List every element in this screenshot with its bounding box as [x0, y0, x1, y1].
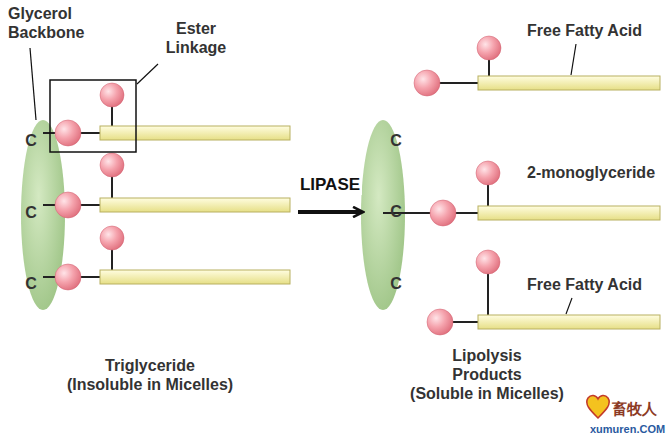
part-label: Free Fatty Acid [527, 21, 667, 40]
caption-label: Triglyceride (Insoluble in Micelles) [40, 356, 260, 394]
carbon-label: C [390, 204, 402, 220]
bonds [383, 48, 489, 322]
carbon-label: C [25, 133, 37, 149]
oxygen-atoms [414, 36, 501, 335]
part-label: 2-monoglyceride [527, 163, 667, 182]
fatty-acid-chains [100, 126, 290, 284]
carbon-label: C [25, 276, 37, 292]
leader-line [30, 48, 36, 120]
part-label: Glycerol Backbone [8, 4, 103, 42]
caption-label: Lipolysis Products (Soluble in Micelles) [387, 346, 587, 404]
watermark-heart [587, 395, 610, 418]
glycerol-molecule: C C C [5, 60, 295, 320]
leader-line [566, 298, 572, 314]
part-label: Ester Linkage [156, 19, 236, 57]
carbon-label: C [390, 276, 402, 292]
reaction-arrow [298, 210, 362, 214]
carbon-label: C [25, 205, 37, 221]
glycerol-ellipse [361, 120, 405, 310]
leader-line [571, 44, 576, 75]
ester-box [50, 80, 136, 152]
watermark: 畜牧人 [612, 400, 672, 418]
leader-line [137, 64, 158, 84]
carbon-label: C [390, 133, 402, 149]
watermark: xumuren.COM [590, 423, 670, 436]
part-label: Free Fatty Acid [527, 275, 667, 294]
enzyme-label: LIPASE [298, 175, 362, 195]
bonds [43, 95, 112, 277]
oxygen-atoms [55, 83, 124, 290]
